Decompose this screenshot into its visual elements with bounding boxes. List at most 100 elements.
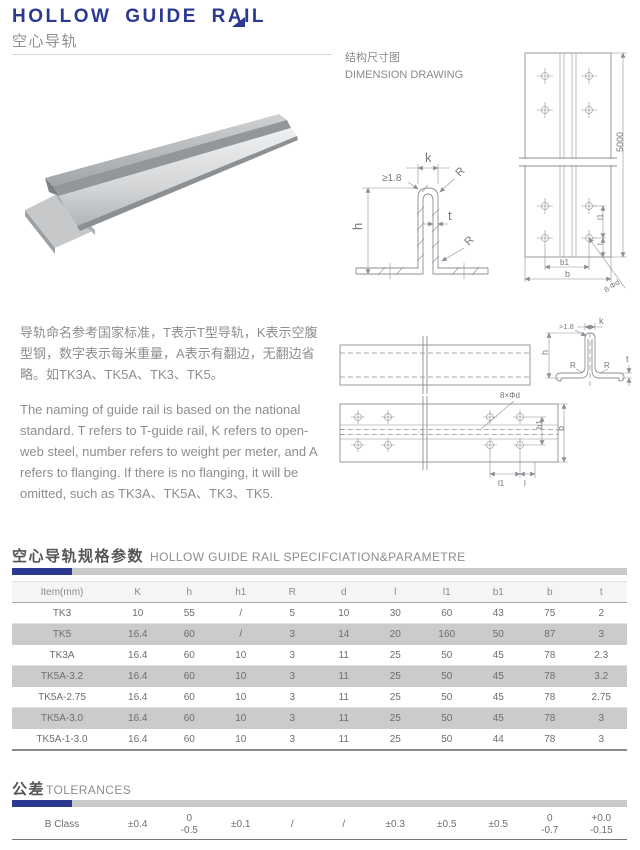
- cell: 16.4: [112, 623, 164, 645]
- dim-label-l-2: l: [524, 479, 526, 488]
- cell: 16.4: [112, 707, 164, 729]
- cell: 60: [421, 602, 473, 624]
- col-b1: b1: [472, 581, 524, 603]
- col-R: R: [266, 581, 318, 603]
- cell: 60: [163, 644, 215, 666]
- cell: 11: [318, 728, 370, 751]
- tolerance-table: B Class ±0.4 0 -0.5 ±0.1 / / ±0.3 ±0.5 ±…: [12, 810, 627, 840]
- cell: 11: [318, 707, 370, 729]
- dim-label-b-2: b: [556, 426, 566, 431]
- cell: 45: [472, 644, 524, 666]
- col-h: h: [163, 581, 215, 603]
- tol-K: ±0.4: [112, 810, 164, 840]
- tol-l1: ±0.5: [421, 810, 473, 840]
- cell: 10: [215, 644, 267, 666]
- cell: 16.4: [112, 665, 164, 687]
- header-divider: [12, 54, 332, 55]
- cell: 50: [421, 644, 473, 666]
- cell: 14: [318, 623, 370, 645]
- cell: 25: [369, 707, 421, 729]
- cross-section-drawing: k ≥1.8 R h t R: [350, 150, 489, 279]
- cell: 10: [215, 665, 267, 687]
- cell: 50: [421, 686, 473, 708]
- tol-d: /: [318, 810, 370, 840]
- cell: /: [215, 602, 267, 624]
- drawing-caption: 结构尺寸图 DIMENSION DRAWING: [345, 50, 463, 84]
- col-d: d: [318, 581, 370, 603]
- dim-label-h: h: [350, 223, 365, 230]
- spec-title-bar: [12, 568, 627, 575]
- cell: TK5: [12, 623, 112, 645]
- cell: 3: [575, 623, 627, 645]
- cell: 60: [163, 707, 215, 729]
- dim-label-b1-2: b1: [535, 420, 544, 429]
- spec-title-cn: 空心导轨规格参数: [12, 548, 145, 565]
- col-l1: l1: [421, 581, 473, 603]
- hole-callout: 8-Φd: [602, 278, 621, 295]
- cell: 25: [369, 665, 421, 687]
- cell: 45: [472, 686, 524, 708]
- dim-label-k-2: k: [599, 316, 604, 326]
- dim-label-min-thickness-2: >1.8: [559, 322, 574, 331]
- cell: 75: [524, 602, 576, 624]
- col-item: Item(mm): [12, 581, 112, 603]
- cell: TK5A-1-3.0: [12, 728, 112, 751]
- cell: 25: [369, 728, 421, 751]
- dim-label-k: k: [425, 150, 432, 165]
- tol-h1: ±0.1: [215, 810, 267, 840]
- tolerance-class-label: B Class: [12, 810, 112, 840]
- cell: 11: [318, 686, 370, 708]
- col-t: t: [575, 581, 627, 603]
- hole-callout-2: 8×Φd: [500, 391, 520, 400]
- cell: 50: [421, 665, 473, 687]
- cell: /: [215, 623, 267, 645]
- cell: 25: [369, 644, 421, 666]
- description-cn: 导轨命名参考国家标准，T表示T型导轨，K表示空腹型钢，数字表示每米重量，A表示有…: [20, 325, 318, 383]
- spec-header-row: Item(mm) K h h1 R d l l1 b1 b t: [12, 581, 627, 603]
- description-en: The naming of guide rail is based on the…: [20, 402, 317, 502]
- tolerance-title-bar-accent: [12, 800, 72, 807]
- col-h1: h1: [215, 581, 267, 603]
- cell: 10: [318, 602, 370, 624]
- cell: 3: [266, 707, 318, 729]
- cell: 44: [472, 728, 524, 751]
- tolerance-row: B Class ±0.4 0 -0.5 ±0.1 / / ±0.3 ±0.5 ±…: [12, 810, 627, 840]
- cell: 45: [472, 665, 524, 687]
- tol-h: 0 -0.5: [163, 810, 215, 840]
- cell: 11: [318, 665, 370, 687]
- col-b: b: [524, 581, 576, 603]
- cell: 3: [575, 707, 627, 729]
- tolerance-title-en: TOLERANCES: [46, 783, 132, 797]
- cell: 78: [524, 686, 576, 708]
- cell: 16.4: [112, 644, 164, 666]
- cell: 43: [472, 602, 524, 624]
- dim-label-l1-2: l1: [498, 479, 505, 488]
- cell: 60: [163, 665, 215, 687]
- tol-t: +0.0 -0.15: [575, 810, 627, 840]
- tolerance-title-cn: 公差: [12, 781, 46, 798]
- dim-label-r-right: R: [604, 361, 610, 370]
- spec-title-bar-accent: [12, 568, 72, 575]
- cell: 10: [215, 707, 267, 729]
- dim-label-b: b: [565, 269, 570, 279]
- cell: 2.75: [575, 686, 627, 708]
- cell: 3: [266, 644, 318, 666]
- description-block: 导轨命名参考国家标准，T表示T型导轨，K表示空腹型钢，数字表示每米重量，A表示有…: [20, 322, 330, 518]
- cell: 10: [112, 602, 164, 624]
- tol-l: ±0.3: [369, 810, 421, 840]
- cell: 55: [163, 602, 215, 624]
- cell: 50: [472, 623, 524, 645]
- col-l: l: [369, 581, 421, 603]
- tolerance-section-title: 公差TOLERANCES: [12, 778, 131, 799]
- cell: 20: [369, 623, 421, 645]
- cell: 78: [524, 728, 576, 751]
- cell: 60: [163, 686, 215, 708]
- page-subtitle-cn: 空心导轨: [12, 33, 79, 50]
